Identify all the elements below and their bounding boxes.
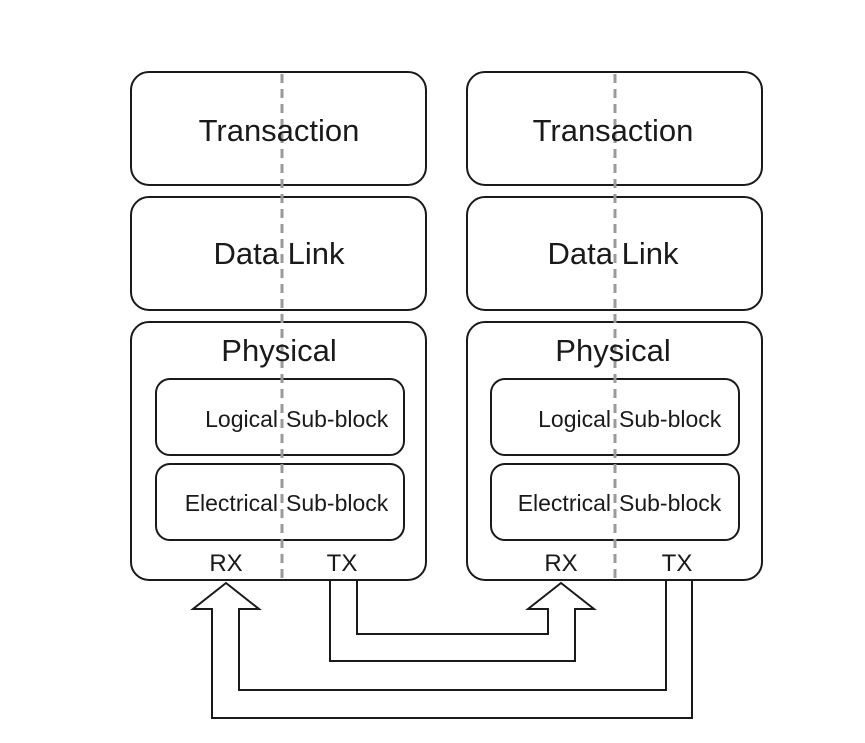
device-2-tx-label: TX (662, 550, 693, 577)
device-1-logical-label: Logical (205, 406, 278, 432)
device-1-rx-label: RX (209, 550, 242, 577)
device-1-electrical-label: Electrical (185, 490, 278, 516)
device-2-transaction-label: Transaction (533, 113, 694, 148)
device-1-transaction-label: Transaction (199, 113, 360, 148)
device-1-logical-sub-block-label: Sub-block (286, 406, 389, 432)
link-arrow-device2-to-device1 (190, 581, 693, 719)
device-2-physical-label: Physical (555, 333, 670, 368)
device-2-electrical-sub-block-label: Sub-block (619, 490, 722, 516)
device-1-tx-label: TX (327, 550, 358, 577)
device-1-physical-label: Physical (221, 333, 336, 368)
device-2-logical-label: Logical (538, 406, 611, 432)
device-1-electrical-sub-block (155, 463, 405, 541)
device-2-electrical-label: Electrical (518, 490, 611, 516)
device-1-data-link-layer (130, 196, 427, 311)
device-2-data-link-label: Data Link (548, 236, 679, 271)
device-1-logical-sub-block (155, 378, 405, 456)
device-1-transaction-layer (130, 71, 427, 186)
device-1: Transaction Data Link Physical Logical S… (130, 71, 427, 581)
device-2-rx-label: RX (544, 550, 577, 577)
device-2: Transaction Data Link Physical Logical S… (466, 71, 763, 581)
device-1-electrical-sub-block-label: Sub-block (286, 490, 389, 516)
device-1-data-link-label: Data Link (214, 236, 345, 271)
link-arrow-device1-to-device2 (329, 581, 597, 662)
device-2-logical-sub-block-label: Sub-block (619, 406, 722, 432)
